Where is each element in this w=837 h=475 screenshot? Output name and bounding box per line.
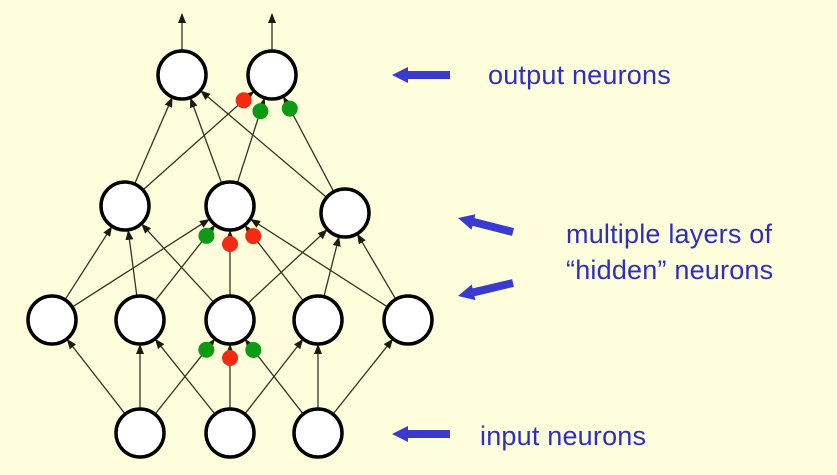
green-weight-dot <box>198 341 215 358</box>
green-weight-dot <box>198 227 215 244</box>
hidden-1-neuron <box>292 294 344 346</box>
pointer-arrows <box>392 67 514 442</box>
output-neurons-text: output neurons <box>488 60 671 90</box>
connection-edge <box>141 223 215 303</box>
weight-dots <box>198 92 298 366</box>
neurons <box>26 49 434 459</box>
connection-edge <box>64 226 113 301</box>
green-weight-dot <box>252 103 269 120</box>
hidden-1-neuron <box>26 294 78 346</box>
output-neuron <box>246 49 298 101</box>
hidden-neurons-text-line1: multiple layers of <box>566 219 773 249</box>
connection-edge <box>332 338 394 415</box>
hidden-pointer-arrow-icon <box>458 214 514 236</box>
connection-edge <box>200 90 328 198</box>
hidden-1-neuron <box>382 294 434 346</box>
hidden-pointer-arrow-icon <box>458 279 514 301</box>
connection-edge <box>133 97 173 185</box>
connection-edge <box>125 229 138 297</box>
red-weight-dot <box>235 92 252 109</box>
output-neuron <box>156 49 208 101</box>
input-neurons-text: input neurons <box>480 421 647 451</box>
hidden-1-neuron <box>114 294 166 346</box>
red-weight-dot <box>222 236 238 252</box>
connection-edge <box>142 90 255 191</box>
input-neuron <box>204 407 256 459</box>
green-weight-dot <box>245 341 262 358</box>
connections <box>64 13 397 415</box>
hidden-2-neuron <box>319 187 371 239</box>
input-neurons-label: input neurons <box>480 418 646 454</box>
hidden-2-neuron <box>99 180 151 232</box>
input-pointer-arrow-icon <box>392 426 450 442</box>
connection-edge <box>66 338 126 415</box>
hidden-neurons-text-line2: “hidden” neurons <box>566 255 774 285</box>
red-weight-dot <box>245 228 262 245</box>
input-neuron <box>114 407 166 459</box>
input-neuron <box>292 407 344 459</box>
connection-edge <box>189 97 223 184</box>
hidden-2-neuron <box>204 180 256 232</box>
connection-edge <box>250 218 389 308</box>
connection-edge <box>154 338 216 415</box>
connection-edge <box>323 236 341 297</box>
connection-edge <box>71 218 210 308</box>
green-weight-dot <box>281 100 298 117</box>
output-neurons-label: output neurons <box>488 57 671 93</box>
red-weight-dot <box>222 350 238 366</box>
hidden-neurons-label: multiple layers of “hidden” neurons <box>566 216 773 288</box>
connection-edge <box>357 233 397 300</box>
output-pointer-arrow-icon <box>392 67 450 83</box>
hidden-1-neuron <box>204 294 256 346</box>
connection-edge <box>247 229 328 305</box>
